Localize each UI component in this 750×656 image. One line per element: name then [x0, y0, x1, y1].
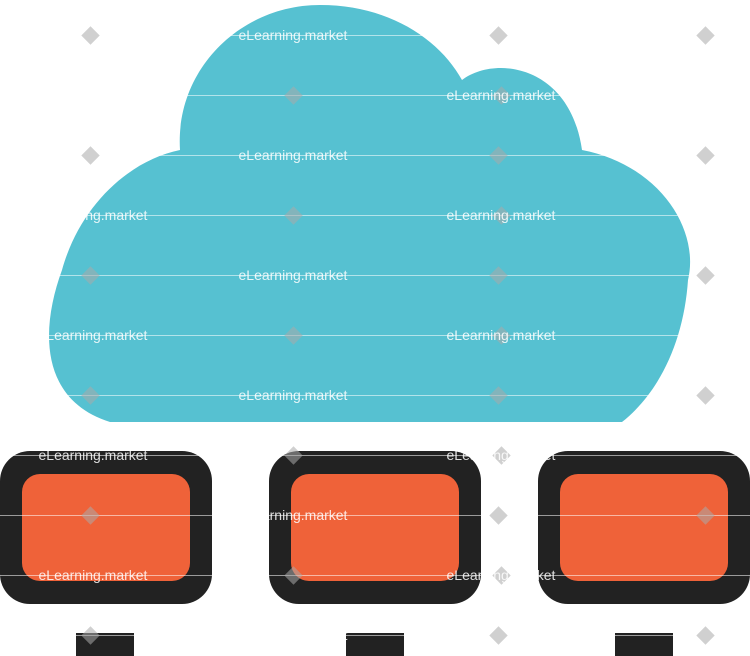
monitor-right: [538, 451, 750, 656]
cloud-shape: [49, 5, 691, 422]
monitor-left: [0, 451, 212, 656]
cloud-icon: [49, 5, 691, 422]
monitor-stand: [76, 633, 134, 656]
monitor-stand: [346, 633, 404, 656]
monitor-screen: [560, 474, 728, 581]
monitor-screen: [291, 474, 459, 581]
monitor-stand: [615, 633, 673, 656]
monitor-screen: [22, 474, 190, 581]
monitor-center: [269, 451, 481, 656]
